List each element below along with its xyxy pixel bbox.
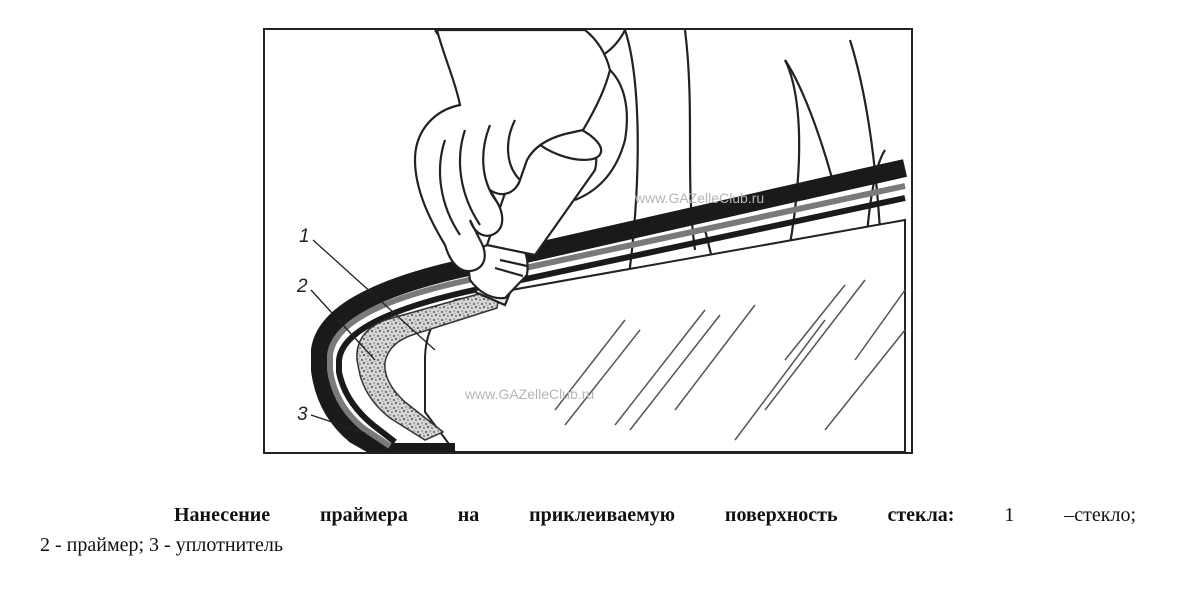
callout-1: 1 [299,226,310,247]
figure-caption: Нанесение праймера на приклеиваемую пове… [40,500,1136,560]
caption-item-1: 1 –стекло; [1004,504,1137,526]
caption-title: Нанесение праймера на приклеиваемую пове… [174,504,955,526]
leader-lines [310,239,436,434]
seal-outer [311,159,907,452]
illustration-frame: www.GAZelleClub.ru www.GAZelleClub.ru 1 … [263,28,913,454]
watermark-center: www.GAZelleClub.ru [465,386,595,402]
primer-application-drawing [310,30,907,452]
watermark-top: www.GAZelleClub.ru [635,190,765,206]
callout-3: 3 [297,404,308,425]
seal-inner-line [336,195,906,445]
primer-band [356,286,501,441]
caption-line-1: Нанесение праймера на приклеиваемую пове… [40,500,1136,530]
seal-gray-band [327,183,906,449]
glass-reflections [554,279,906,441]
hand [413,30,628,273]
callout-2: 2 [297,276,308,297]
caption-line-2: 2 - праймер; 3 - уплотнитель [40,534,283,556]
